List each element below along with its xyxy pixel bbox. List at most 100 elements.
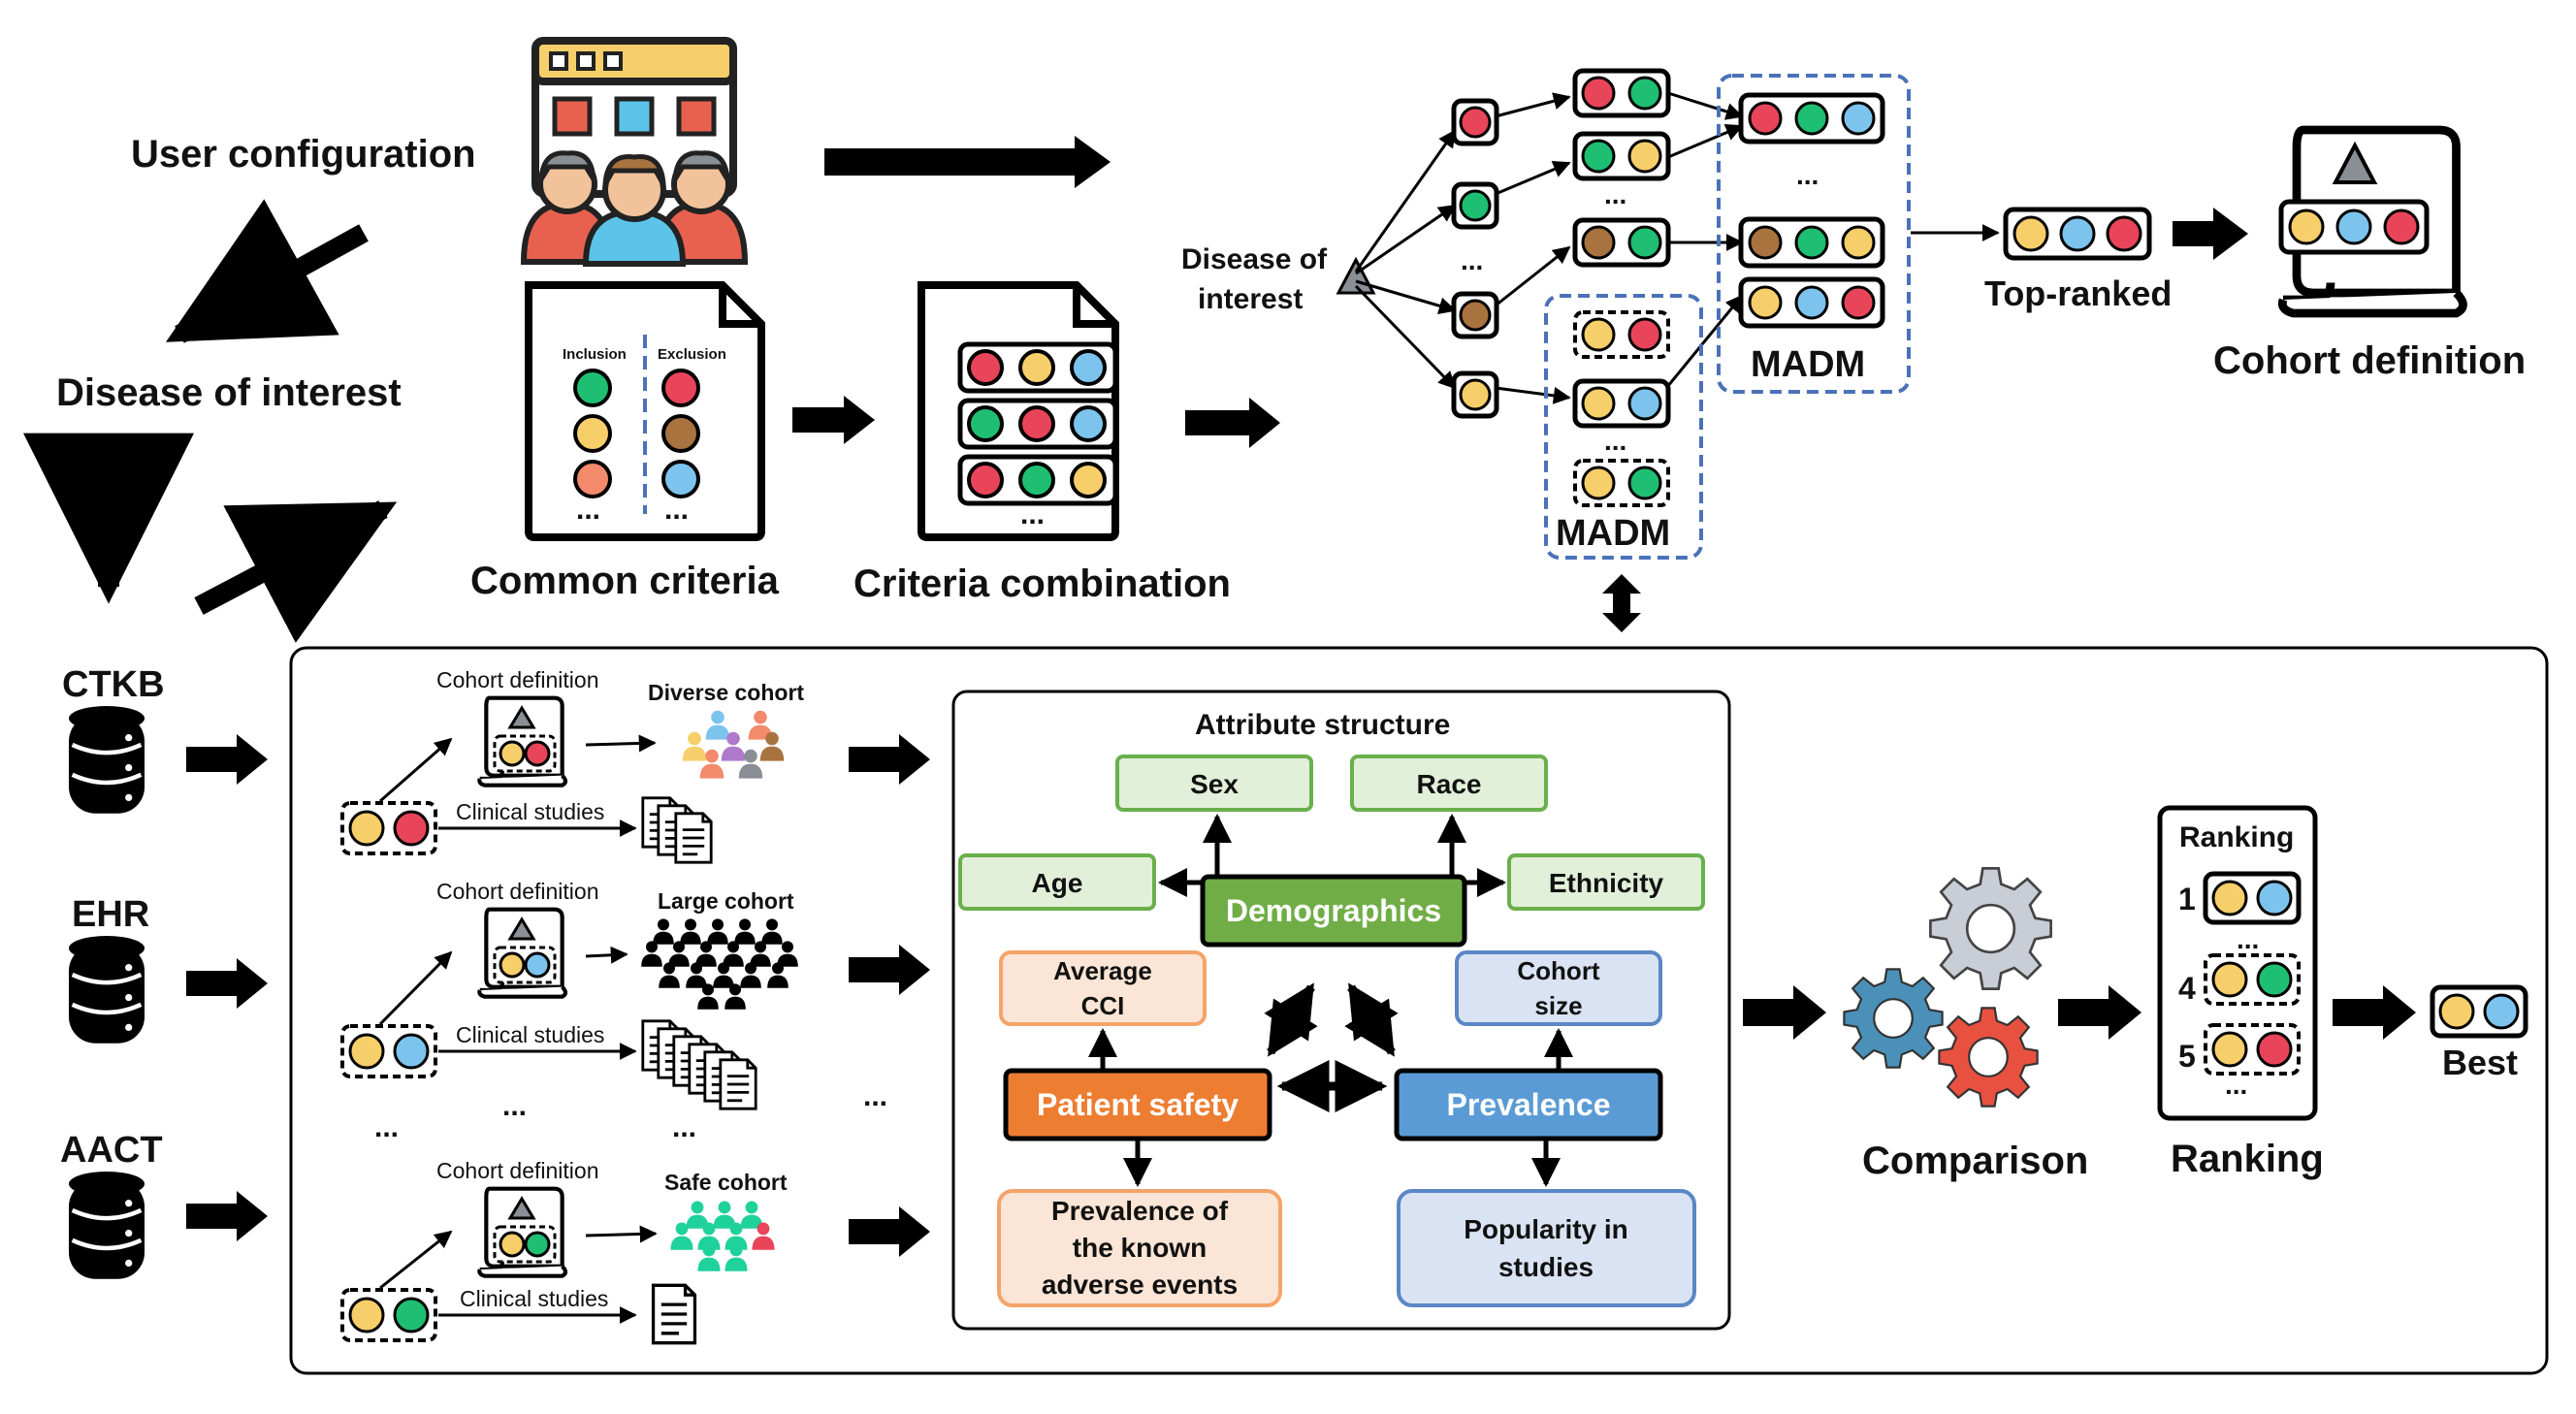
best-candidate [2430,984,2528,1039]
arrow-row2-to-attr [849,945,930,995]
sex-box: Sex [1115,755,1313,812]
arrow-criteria-to-combination [792,396,875,444]
madm-candidate [1573,310,1670,359]
known-ae-box: Prevalence of the known adverse events [997,1189,1282,1307]
triangle-relations [1264,982,1399,1112]
arrow-row3-to-attr [849,1206,930,1257]
safe-cohort-label: Safe cohort [664,1170,788,1195]
cohort-definition-label: Cohort definition [436,1158,599,1183]
tree-node [1451,98,1499,146]
arrow-databases-to-criteria [194,500,398,643]
arrow-top-to-cohort [2173,208,2248,260]
row-safe: Cohort definition Safe cohort Clinical s… [340,1158,788,1345]
popularity-box: Popularity in studies [1397,1189,1696,1307]
clinical-studies-label: Clinical studies [456,1022,604,1047]
rank-4-candidate [2204,953,2301,1006]
ellipsis: ... [672,1111,696,1143]
comparison-label: Comparison [1862,1140,2088,1182]
ehr-label: EHR [72,894,149,935]
clinical-studies-label: Clinical studies [460,1286,608,1311]
tree-edges [1354,91,2000,404]
attribute-edges [1088,1028,1573,1187]
rank-1: 1 [2178,882,2196,916]
prevalence-box: Prevalence [1394,1068,1663,1141]
top-ranked-label: Top-ranked [1984,273,2172,313]
disease-of-interest-label: Disease of interest [56,371,402,414]
svg-text:Patient safety: Patient safety [1037,1087,1239,1122]
tree-node [1451,291,1499,339]
madm-triple [1738,216,1885,269]
diverse-cohort-label: Diverse cohort [648,680,804,705]
bottom-panel [289,646,2549,1375]
madm-bottom-box [1544,294,1703,560]
ctkb-label: CTKB [62,664,165,705]
arrow-ehr [186,958,268,1009]
rank-5: 5 [2178,1039,2196,1074]
arrow-user-to-disease [165,199,369,343]
svg-text:Age: Age [1032,868,1083,898]
arrow-comparison-to-ranking [2058,985,2141,1040]
ellipsis: ... [502,1090,527,1122]
tree-pair-node [1572,217,1671,268]
ellipsis: ... [374,1111,399,1143]
ethnicity-box: Ethnicity [1507,853,1705,911]
cohort-definition-scroll [2281,130,2463,313]
cohort-definition-label: Cohort definition [2213,339,2526,382]
safe-cohort-icon [670,1201,775,1271]
arrow-ctkb [186,734,268,785]
ellipsis: ... [1020,498,1045,530]
aact-label: AACT [60,1130,163,1171]
comparison-gears-icon [1843,867,2052,1108]
tree-pair-node [1572,131,1671,181]
ellipsis: ... [664,494,689,526]
cohort-size-box: Cohort size [1455,950,1662,1026]
double-arrow-vertical [1602,574,1641,632]
tree-node [1451,181,1499,230]
svg-text:Prevalence: Prevalence [1446,1087,1610,1122]
svg-text:Ethnicity: Ethnicity [1549,868,1664,898]
row-large: Cohort definition Large cohort [340,879,798,1110]
svg-text:Average: Average [1053,956,1152,985]
team-board-icon [520,37,749,267]
svg-text:Popularity in: Popularity in [1464,1214,1628,1244]
ellipsis: ... [863,1080,887,1112]
ellipsis: ... [576,494,600,526]
madm-triple [1738,276,1885,329]
demographics-box: Demographics [1200,874,1467,948]
user-configuration-label: User configuration [131,133,476,176]
clinical-study-doc-icon [651,1283,697,1345]
top-ranked-node [2003,207,2152,261]
ellipsis: ... [1461,245,1483,275]
arrow-attr-to-comparison [1743,985,1826,1040]
svg-text:Race: Race [1417,769,1482,799]
svg-text:Cohort: Cohort [1517,956,1600,985]
arrow-row1-to-attr [849,734,930,785]
aact-database-icon [69,1172,145,1279]
diverse-cohort-icon [682,710,785,779]
tree-node [1451,370,1499,419]
ellipsis: ... [1796,160,1819,190]
madm-bottom-label: MADM [1556,513,1670,554]
madm-candidate [1573,459,1670,507]
exclusion-label: Exclusion [658,346,726,363]
arrow-user-to-tree [824,136,1111,188]
rank-4: 4 [2178,971,2196,1006]
svg-text:Demographics: Demographics [1226,893,1441,928]
svg-text:Sex: Sex [1190,769,1239,799]
inclusion-label: Inclusion [563,346,627,363]
disease-line2: interest [1198,283,1303,315]
age-box: Age [958,853,1156,911]
svg-text:size: size [1534,991,1582,1020]
madm-candidate [1572,378,1671,429]
attribute-structure-title: Attribute structure [1195,709,1450,741]
rank-5-candidate [2204,1023,2301,1076]
clinical-studies-label: Clinical studies [456,799,604,824]
rank-1-candidate [2203,871,2302,925]
ranking-box-title: Ranking [2179,821,2294,853]
large-cohort-label: Large cohort [658,888,794,914]
madm-top-box [1717,74,1911,394]
cohort-definition-label: Cohort definition [436,667,599,692]
madm-triple [1738,92,1885,145]
race-box: Race [1350,755,1548,812]
patient-safety-box: Patient safety [1003,1068,1272,1141]
